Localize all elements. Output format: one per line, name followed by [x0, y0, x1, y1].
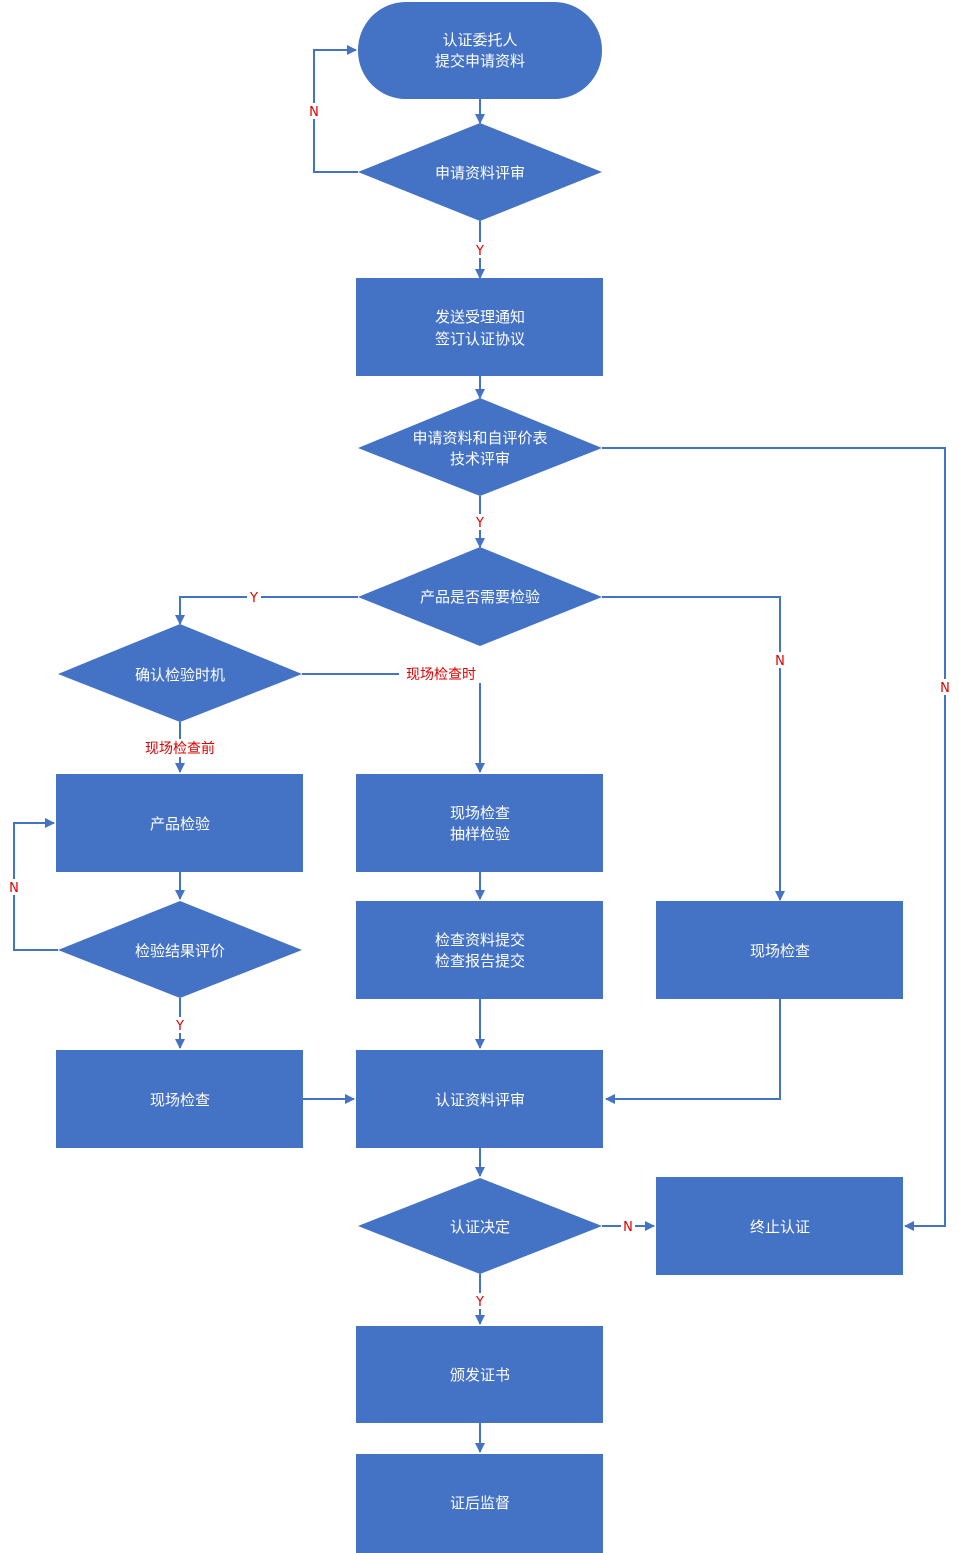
- node-send-notice-line1: 发送受理通知: [435, 308, 525, 326]
- node-submit-materials-line2: 检查报告提交: [435, 952, 525, 970]
- nodes: 认证委托人 提交申请资料 申请资料评审 发送受理通知 签订认证协议 申请资料和自…: [56, 2, 903, 1553]
- node-supervision-text: 证后监督: [450, 1494, 510, 1512]
- node-cert-review-text: 认证资料评审: [435, 1091, 525, 1109]
- node-submit-materials: [356, 901, 603, 999]
- node-terminate: [656, 1177, 903, 1275]
- node-product-inspection: [56, 774, 303, 872]
- node-tech-review-line1: 申请资料和自评价表: [412, 429, 547, 447]
- label-timing-before: 现场检查前: [145, 740, 215, 757]
- node-send-notice: [356, 278, 603, 376]
- node-start-line1: 认证委托人: [442, 31, 517, 49]
- node-need-inspection: [358, 547, 602, 646]
- node-decision: [358, 1178, 602, 1274]
- node-evaluate-results-text: 检验结果评价: [135, 942, 225, 960]
- edge-confirm-to-sampling: [302, 673, 485, 773]
- label-y-need: Y: [249, 591, 258, 606]
- node-onsite-check-left: [56, 1050, 303, 1148]
- node-tech-review-line2: 技术评审: [450, 450, 510, 468]
- label-n-need: N: [775, 654, 785, 669]
- node-decision-text: 认证决定: [450, 1218, 510, 1236]
- label-y-decision: Y: [475, 1295, 484, 1310]
- node-onsite-sampling: [356, 774, 603, 872]
- label-n-review-loop: N: [309, 105, 319, 120]
- node-terminate-text: 终止认证: [750, 1218, 810, 1236]
- node-tech-review: [358, 398, 602, 496]
- node-confirm-timing: [58, 624, 302, 722]
- node-confirm-timing-text: 确认检验时机: [135, 666, 225, 684]
- node-review-application: [358, 123, 602, 221]
- node-evaluate-results: [58, 901, 302, 998]
- node-send-notice-line2: 签订认证协议: [435, 330, 525, 348]
- label-y-results: Y: [175, 1019, 184, 1034]
- edge-onsite-right-to-certreview: [605, 999, 781, 1104]
- edge-need-to-confirm: [175, 596, 358, 625]
- edge-tech-to-terminate: [602, 447, 946, 1231]
- node-issue-cert-text: 颁发证书: [450, 1366, 510, 1384]
- node-start-line2: 提交申请资料: [435, 52, 525, 70]
- node-product-inspection-text: 产品检验: [150, 815, 210, 833]
- node-onsite-check-right: [656, 901, 903, 999]
- node-submit-materials-line1: 检查资料提交: [435, 931, 525, 949]
- edge-need-to-onsite-right: [602, 596, 785, 901]
- node-cert-review: [356, 1050, 603, 1148]
- node-onsite-check-right-text: 现场检查: [750, 942, 810, 960]
- label-y-review: Y: [475, 244, 484, 259]
- node-onsite-sampling-line2: 抽样检验: [450, 825, 510, 843]
- node-issue-cert: [356, 1326, 603, 1423]
- node-onsite-sampling-line1: 现场检查: [450, 804, 510, 822]
- label-n-tech: N: [940, 681, 950, 696]
- label-n-results-loop: N: [9, 881, 19, 896]
- label-timing-during: 现场检查时: [406, 667, 476, 683]
- node-start: [358, 2, 602, 99]
- edge-labels: N Y Y Y N N 现场检查时 现场检查前 N Y N Y: [7, 103, 952, 1310]
- node-need-inspection-text: 产品是否需要检验: [420, 588, 540, 606]
- label-y-tech: Y: [475, 516, 484, 531]
- node-onsite-check-left-text: 现场检查: [150, 1091, 210, 1109]
- node-supervision: [356, 1454, 603, 1553]
- node-review-application-text: 申请资料评审: [435, 164, 525, 182]
- label-n-decision: N: [623, 1220, 633, 1235]
